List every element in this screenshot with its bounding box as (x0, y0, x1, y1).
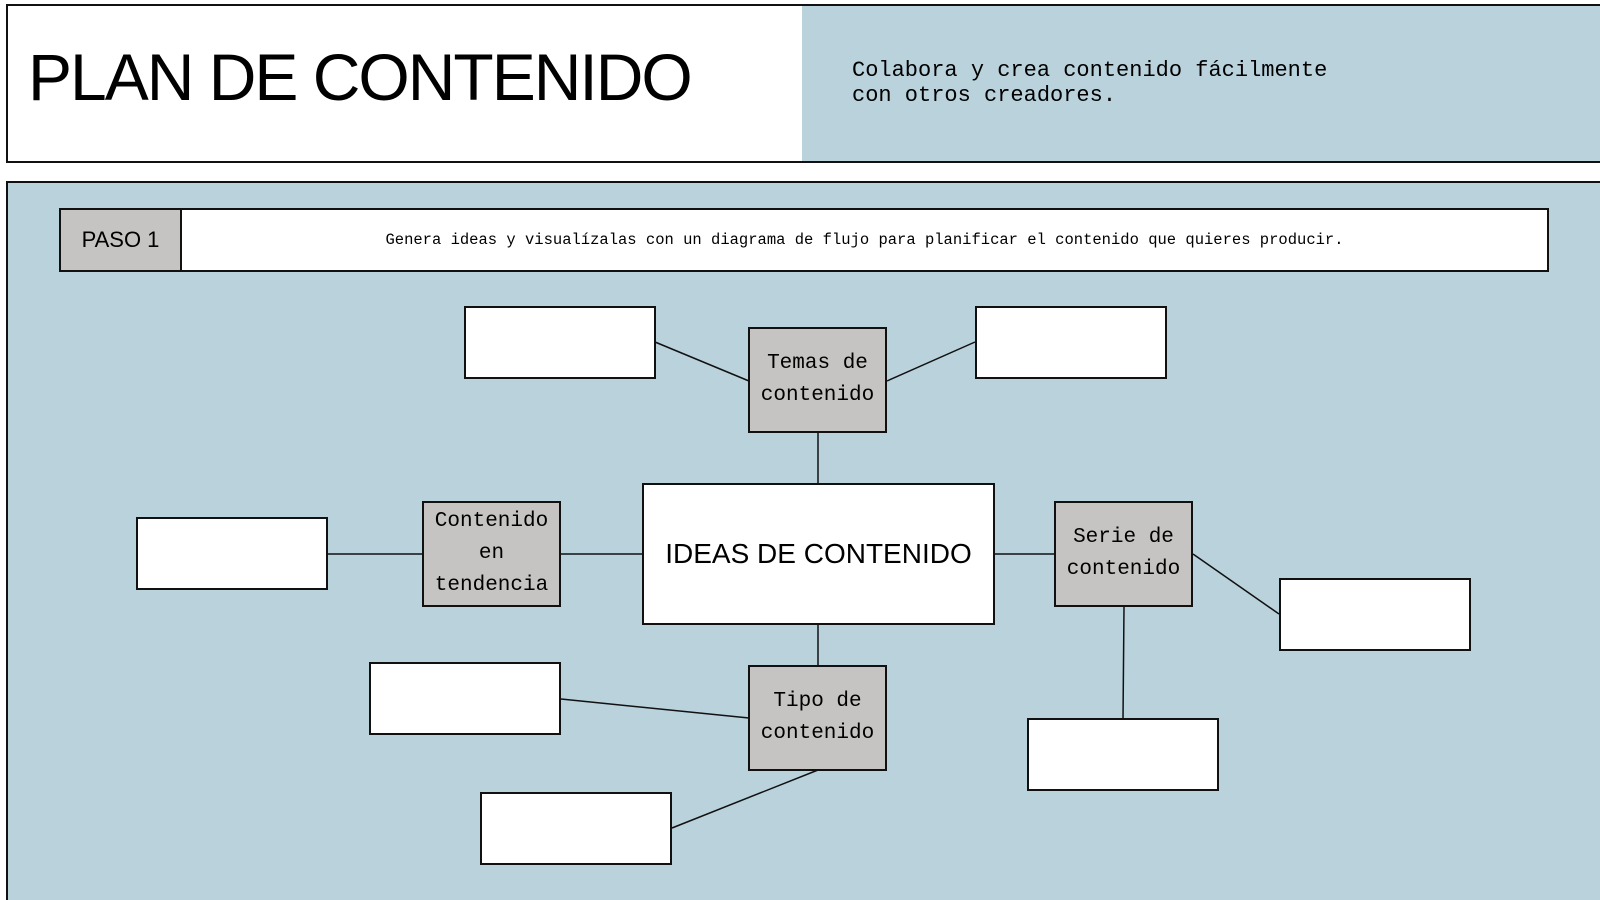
step-label: PASO 1 (61, 210, 182, 270)
category-node-temas[interactable]: Temas de contenido (748, 327, 887, 433)
idea-box-tipo-left[interactable] (369, 662, 561, 735)
idea-box-serie-bottom[interactable] (1027, 718, 1219, 791)
step-bar: PASO 1 Genera ideas y visualízalas con u… (59, 208, 1549, 272)
category-node-tendencia[interactable]: Contenido en tendencia (422, 501, 561, 607)
connector-line (886, 341, 976, 382)
connector-line (560, 698, 750, 719)
idea-box-serie-right[interactable] (1279, 578, 1471, 651)
connector-line (1192, 553, 1280, 615)
idea-box-tendencia[interactable] (136, 517, 328, 590)
center-node[interactable]: IDEAS DE CONTENIDO (642, 483, 995, 625)
page-title: PLAN DE CONTENIDO (28, 40, 693, 114)
step-description: Genera ideas y visualízalas con un diagr… (385, 231, 1344, 249)
connector-line (671, 769, 819, 829)
idea-box-tipo-bottom[interactable] (480, 792, 672, 865)
idea-box-temas-right[interactable] (975, 306, 1167, 379)
category-node-tipo[interactable]: Tipo de contenido (748, 665, 887, 771)
title-panel (6, 4, 804, 163)
connector-line (1122, 606, 1125, 720)
page-subtitle: Colabora y crea contenido fácilmente con… (852, 58, 1328, 108)
idea-box-temas-left[interactable] (464, 306, 656, 379)
subtitle-panel (802, 4, 1600, 163)
category-node-serie[interactable]: Serie de contenido (1054, 501, 1193, 607)
connector-line (654, 341, 750, 382)
